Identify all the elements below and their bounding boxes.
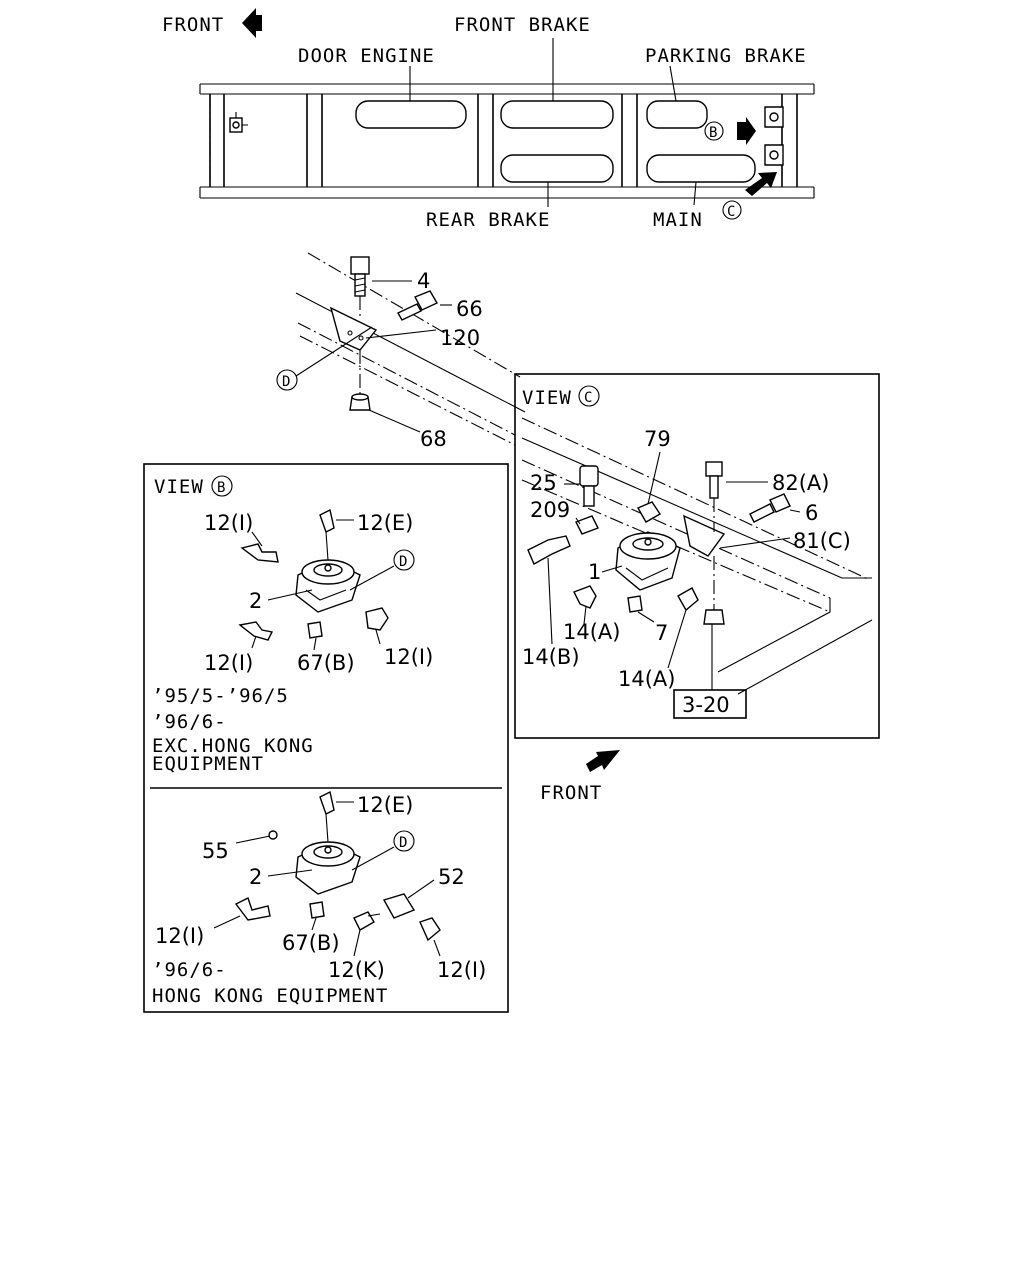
callout-68: 68 bbox=[420, 427, 447, 451]
view-c-callout-79: 79 bbox=[644, 427, 671, 451]
front-brake-label: FRONT BRAKE bbox=[454, 14, 591, 36]
front-label-lower: FRONT bbox=[540, 782, 602, 804]
view-b-panel: VIEW B 12(E) 12(I) 2 D bbox=[143, 463, 509, 1013]
rear-brake-tank bbox=[500, 154, 614, 183]
view-c-mark-text: C bbox=[584, 390, 593, 406]
view-c-arrow-icon bbox=[745, 172, 777, 196]
view-c-callout-1: 1 bbox=[588, 560, 601, 584]
front-arrow-top-icon bbox=[242, 8, 262, 38]
view-b-callout-12i-c: 12(I) bbox=[384, 645, 433, 669]
ref-3-20-box bbox=[673, 689, 747, 719]
view-b-mark-d-icon bbox=[393, 549, 415, 571]
mark-b-text: B bbox=[709, 125, 718, 141]
callout-120: 120 bbox=[440, 326, 480, 350]
view-b-lower-callout-12i-a: 12(I) bbox=[155, 924, 204, 948]
view-c-title: VIEW bbox=[522, 387, 572, 409]
view-b-callout-12i-b: 12(I) bbox=[204, 651, 253, 675]
front-label-top: FRONT bbox=[162, 14, 224, 36]
mark-c-text: C bbox=[727, 204, 736, 220]
parking-brake-label: PARKING BRAKE bbox=[645, 45, 807, 67]
view-b-title: VIEW bbox=[154, 476, 204, 498]
parking-brake-tank bbox=[646, 100, 708, 129]
view-c-callout-209: 209 bbox=[530, 498, 570, 522]
mark-d-circle-icon bbox=[276, 369, 298, 391]
view-b-note-4: EQUIPMENT bbox=[152, 753, 264, 775]
view-c-callout-6: 6 bbox=[805, 501, 818, 525]
bracket-detail: 4 66 120 D 68 bbox=[276, 252, 526, 451]
view-c-mark-icon bbox=[578, 385, 600, 407]
bolt-4-icon bbox=[350, 256, 370, 297]
view-b-callout-12i-a: 12(I) bbox=[204, 511, 253, 535]
door-engine-label: DOOR ENGINE bbox=[298, 45, 435, 67]
view-b-callout-12e: 12(E) bbox=[357, 511, 413, 535]
rear-brake-label: REAR BRAKE bbox=[426, 209, 550, 231]
view-b-lower-callout-12i-b: 12(I) bbox=[437, 958, 486, 982]
bolt-66-icon bbox=[397, 290, 438, 321]
main-tank bbox=[646, 154, 756, 183]
view-b-lower-callout-2: 2 bbox=[249, 865, 262, 889]
view-c-ref-3-20: 3-20 bbox=[682, 693, 730, 717]
view-c-callout-25: 25 bbox=[530, 471, 557, 495]
callout-4: 4 bbox=[417, 269, 430, 293]
mark-c-circle-icon bbox=[722, 200, 742, 220]
main-label: MAIN bbox=[653, 209, 703, 231]
mark-d-text: D bbox=[282, 374, 291, 390]
relay-valve-c-icon bbox=[527, 461, 791, 625]
view-b-note-3: EXC.HONG KONG bbox=[152, 735, 314, 757]
view-b-lower-mark-d-icon bbox=[393, 830, 415, 852]
nut-68-icon bbox=[349, 393, 371, 411]
view-b-lower-note-2: HONG KONG EQUIPMENT bbox=[152, 985, 388, 1007]
door-engine-tank bbox=[355, 100, 467, 129]
view-b-lower-callout-67b: 67(B) bbox=[282, 931, 340, 955]
view-b-lower-callout-12e: 12(E) bbox=[357, 793, 413, 817]
valve-b-icon bbox=[229, 112, 248, 133]
view-b-arrow-icon bbox=[737, 117, 756, 145]
view-b-lower-callout-55: 55 bbox=[202, 839, 229, 863]
view-b-mark-icon bbox=[211, 475, 233, 497]
view-c-callout-14a-a: 14(A) bbox=[563, 620, 620, 644]
mark-b-circle-icon bbox=[704, 121, 724, 141]
view-b-note-1: ’95/5-’96/5 bbox=[152, 685, 289, 707]
view-b-mark-text: B bbox=[217, 480, 226, 496]
view-c-panel: VIEW C bbox=[514, 373, 880, 739]
view-c-callout-14a-b: 14(A) bbox=[618, 667, 675, 691]
view-b-mark-d-text: D bbox=[399, 554, 408, 570]
view-b-lower-callout-12k: 12(K) bbox=[328, 958, 385, 982]
front-brake-tank bbox=[500, 100, 614, 129]
view-b-lower-mark-d-text: D bbox=[399, 835, 408, 851]
view-c-callout-82a: 82(A) bbox=[772, 471, 829, 495]
front-arrow-lower-icon bbox=[586, 750, 620, 772]
relay-valve-upper-icon bbox=[238, 508, 389, 641]
view-c-callout-14b: 14(B) bbox=[522, 645, 580, 669]
view-b-callout-2: 2 bbox=[249, 589, 262, 613]
view-b-note-2: ’96/6- bbox=[152, 711, 227, 733]
view-b-lower-callout-52: 52 bbox=[438, 865, 465, 889]
callout-66: 66 bbox=[456, 297, 483, 321]
view-b-lower-note-1: ’96/6- bbox=[152, 959, 227, 981]
view-c-callout-7: 7 bbox=[655, 621, 668, 645]
valve-rear-bottom-icon bbox=[764, 144, 784, 166]
chassis-layout: FRONT DOOR ENGINE FRONT BRAKE PARKING BR… bbox=[162, 8, 815, 231]
relay-valve-lower-icon bbox=[234, 790, 441, 942]
view-b-callout-67b: 67(B) bbox=[297, 651, 355, 675]
view-c-callout-81c: 81(C) bbox=[793, 529, 851, 553]
valve-rear-top-icon bbox=[764, 106, 784, 128]
